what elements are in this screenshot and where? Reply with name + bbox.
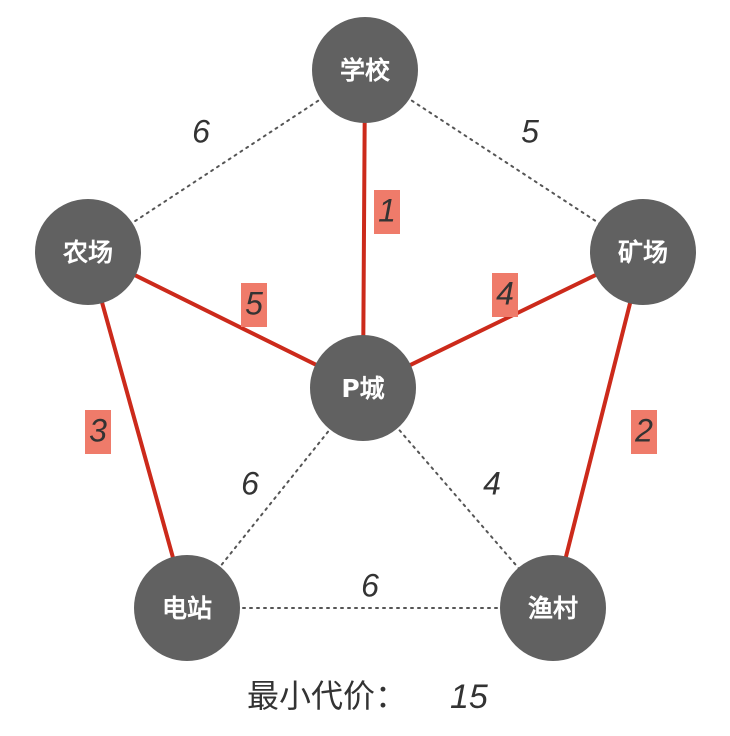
node-label-mine: 矿场 [618,238,668,267]
edge-weight-school-farm: 6 [192,113,210,149]
edge-weight-school-pcity: 1 [378,192,396,228]
edge-weight-pcity-power: 6 [241,465,259,501]
node-label-farm: 农场 [62,238,113,267]
node-circle-pcity [310,335,416,441]
node-label-fish: 渔村 [528,594,578,623]
caption-value: 15 [450,678,488,716]
node-school: 学校 [312,17,418,123]
weight-badge-mine-fish [631,410,657,454]
caption-label: 最小代价： [247,677,407,715]
weight-badge-farm-pcity [241,283,267,327]
node-label-school: 学校 [340,56,391,85]
weight-badge-farm-power [85,410,111,454]
node-circle-mine [590,199,696,305]
edge-pcity-power [186,387,364,609]
weight-badge-school-pcity [374,190,400,234]
weight-labels-layer: 1 5 4 3 2 6 5 6 4 6 [85,113,657,603]
edge-weight-farm-pcity: 5 [245,285,263,321]
edge-school-pcity-mst [361,68,367,390]
weight-badge-mine-pcity [492,273,518,317]
node-circle-fish [500,555,606,661]
node-power: 电站 [134,555,240,661]
node-circle-power [134,555,240,661]
edge-weight-power-fish: 6 [361,567,379,603]
node-circle-farm [35,199,141,305]
edge-weight-pcity-fish: 4 [483,465,501,501]
node-label-power: 电站 [162,594,212,623]
node-mine: 矿场 [590,199,696,305]
node-label-pcity: P城 [341,374,384,403]
node-farm: 农场 [35,199,141,305]
edge-weight-farm-power: 3 [89,412,107,448]
node-pcity: P城 [310,335,416,441]
edge-school-farm [87,69,366,253]
edge-school-mine [364,69,644,253]
edge-weight-school-mine: 5 [521,113,539,149]
edge-weight-mine-fish: 2 [634,412,653,448]
node-circle-school [312,17,418,123]
node-fish: 渔村 [500,555,606,661]
edge-weight-mine-pcity: 4 [496,275,514,311]
edge-farm-power-mst [86,250,189,610]
edge-mine-fish-mst [551,250,645,610]
